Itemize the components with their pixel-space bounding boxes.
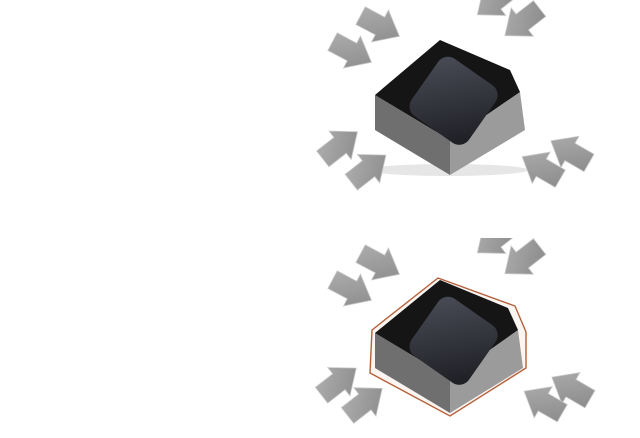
chip-right-face bbox=[450, 330, 523, 413]
arrow-icon bbox=[504, 238, 547, 275]
arrow-icon bbox=[316, 130, 358, 168]
arrow-icon bbox=[355, 244, 400, 281]
compression-figure-top bbox=[300, 0, 600, 200]
arrow-icon bbox=[523, 386, 568, 423]
chip-right-face bbox=[450, 92, 525, 175]
chip-window bbox=[409, 56, 498, 145]
compression-figure-bottom bbox=[300, 238, 600, 438]
arrow-icon bbox=[327, 32, 372, 69]
chip-diagram-bottom bbox=[314, 238, 596, 424]
chip-diagram-top bbox=[316, 0, 595, 191]
arrow-group-bottom bbox=[314, 238, 596, 424]
chip-left-face bbox=[375, 95, 450, 175]
arrow-icon bbox=[355, 6, 400, 43]
chip-window bbox=[409, 296, 498, 385]
arrow-icon bbox=[314, 367, 357, 404]
arrow-icon bbox=[550, 135, 595, 173]
chip-left-face bbox=[375, 333, 450, 413]
arrow-icon bbox=[327, 270, 372, 307]
arrow-icon bbox=[551, 372, 596, 409]
arrow-icon bbox=[504, 0, 547, 37]
arrow-icon bbox=[340, 387, 383, 424]
arrow-icon bbox=[521, 151, 566, 188]
arrow-group-top bbox=[316, 0, 595, 191]
arrow-icon bbox=[476, 0, 519, 16]
arrow-icon bbox=[344, 154, 387, 191]
arrow-icon bbox=[476, 238, 519, 254]
